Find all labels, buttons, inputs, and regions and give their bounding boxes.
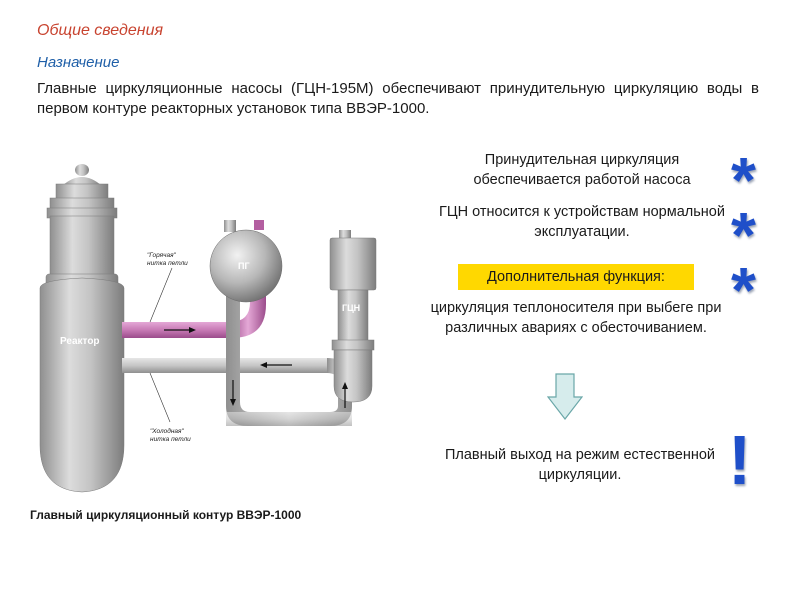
forced-circulation-note: Принудительная циркуляция обеспечивается… xyxy=(473,152,691,188)
natural-circulation-note: Плавный выход на режим естественной цирк… xyxy=(444,447,716,483)
flow-arrow-crossover xyxy=(230,380,236,406)
hot-leg-leader xyxy=(149,267,173,323)
exclamation-icon: ! xyxy=(728,421,752,499)
steam-generator xyxy=(209,220,283,303)
gcn-normal-operation-note: ГЦН относится к устройствам нормальной э… xyxy=(439,204,725,240)
flow-arrow-pump xyxy=(342,382,348,408)
main-circulation-pump xyxy=(329,230,377,403)
reactor-vessel xyxy=(39,164,125,493)
flow-arrow-hot xyxy=(164,327,196,333)
circulation-loop-diagram: Реактор ПГ ГЦН xyxy=(39,164,377,493)
flow-arrow-cold xyxy=(260,362,292,368)
coastdown-circulation-note: циркуляция теплоносителя при выбеге при … xyxy=(430,300,722,336)
diagram-caption: Главный циркуляционный контур ВВЭР-1000 xyxy=(30,508,302,522)
hot-leg-label-line2: нитка петли xyxy=(147,260,188,267)
asterisk-icon: * xyxy=(731,199,756,271)
asterisk-icon: * xyxy=(731,144,756,216)
cold-leg-leader xyxy=(149,372,171,423)
cold-leg-pipe xyxy=(122,290,352,426)
hot-leg-label-line1: "Горячая" xyxy=(147,252,177,259)
reactor-label: Реактор xyxy=(60,336,100,347)
asterisk-icon: * xyxy=(731,254,756,326)
subsection-title: Назначение xyxy=(37,54,120,71)
cold-leg-label-line1: "Холодная" xyxy=(150,427,185,435)
pump-label: ГЦН xyxy=(342,303,360,313)
down-arrow-icon xyxy=(547,373,583,420)
intro-paragraph: Главные циркуляционные насосы (ГЦН-195М)… xyxy=(37,80,759,117)
extra-function-label: Дополнительная функция: xyxy=(458,264,694,290)
cold-leg-label-line2: нитка петли xyxy=(150,436,191,443)
sg-label: ПГ xyxy=(238,261,250,271)
section-title: Общие сведения xyxy=(37,22,164,39)
